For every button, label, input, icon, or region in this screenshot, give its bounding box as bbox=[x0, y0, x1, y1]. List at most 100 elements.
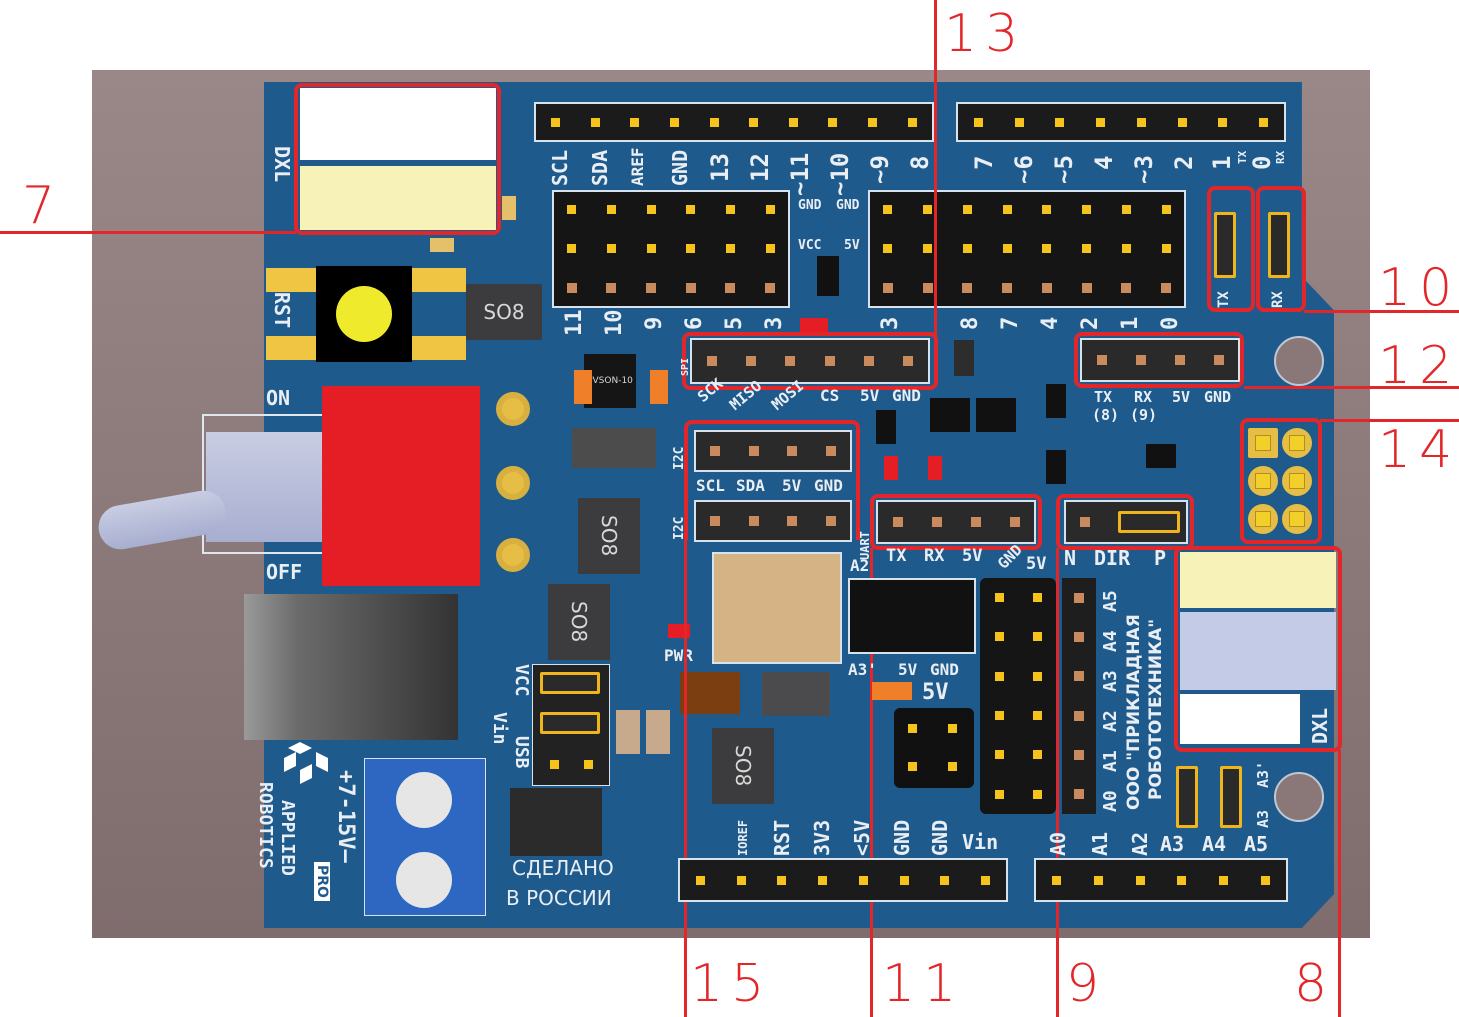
transistor bbox=[976, 398, 1016, 432]
so8-chip-4: SO8 bbox=[712, 728, 774, 804]
callout-12: 12 bbox=[1378, 336, 1459, 396]
made-in-line1: СДЕЛАНО bbox=[512, 856, 614, 880]
uart-header[interactable] bbox=[1080, 338, 1240, 382]
label-rx-small: RX bbox=[1274, 150, 1287, 164]
pin bbox=[1014, 117, 1024, 127]
callout-line-13 bbox=[934, 0, 937, 336]
power-switch[interactable] bbox=[322, 386, 480, 586]
terminal-screw[interactable] bbox=[396, 772, 452, 828]
label-uart-8: (8) bbox=[1092, 406, 1120, 424]
callout-line-9 bbox=[1056, 548, 1059, 1017]
pin bbox=[1055, 117, 1065, 127]
a3-jumper-1[interactable] bbox=[1176, 766, 1198, 828]
pin bbox=[940, 875, 950, 885]
rst-button-cap[interactable] bbox=[336, 286, 392, 342]
pin bbox=[1174, 355, 1185, 365]
a3-jumper-2[interactable] bbox=[1220, 766, 1242, 828]
dxl-connector-white[interactable] bbox=[300, 88, 496, 160]
pin bbox=[709, 117, 719, 127]
smd-component bbox=[574, 370, 592, 404]
label-servo-r1: 1 bbox=[1118, 316, 1143, 330]
dir-header[interactable] bbox=[1064, 500, 1188, 544]
pin bbox=[1002, 205, 1012, 215]
dir-jumper[interactable] bbox=[1118, 511, 1180, 533]
switch-pin bbox=[496, 466, 530, 500]
label-9: ~9 bbox=[866, 155, 894, 184]
pin bbox=[551, 117, 561, 127]
label-servo-r7: 7 bbox=[998, 316, 1023, 330]
label-servo-r2: 2 bbox=[1078, 316, 1103, 330]
pin bbox=[892, 517, 903, 527]
pin bbox=[686, 205, 696, 215]
label-bottom-a5: A5 bbox=[1244, 832, 1269, 856]
callout-line-8 bbox=[1338, 750, 1341, 1017]
pin bbox=[567, 205, 577, 215]
pin bbox=[1121, 283, 1132, 294]
pin bbox=[788, 117, 798, 127]
pin bbox=[1032, 711, 1042, 721]
spi-header[interactable] bbox=[690, 338, 930, 384]
tx-jumper[interactable] bbox=[1214, 212, 1236, 278]
uart-header-2[interactable] bbox=[876, 500, 1036, 544]
icsp-pad bbox=[1248, 428, 1278, 458]
dxl-connector-white-right[interactable] bbox=[1180, 694, 1300, 744]
servo-header-right[interactable] bbox=[868, 190, 1186, 308]
rx-jumper[interactable] bbox=[1268, 212, 1290, 278]
servo-header-left[interactable] bbox=[552, 190, 790, 308]
analog-signal-column[interactable] bbox=[1062, 578, 1096, 814]
pin bbox=[907, 117, 917, 127]
top-header-right[interactable] bbox=[956, 102, 1286, 142]
callout-line-11 bbox=[870, 548, 873, 1017]
5v-header[interactable] bbox=[894, 708, 974, 788]
label-bottom-a4: A4 bbox=[1202, 832, 1227, 856]
a2-a3-header[interactable] bbox=[848, 578, 976, 654]
pin bbox=[777, 875, 787, 885]
dxl-connector-yellow[interactable] bbox=[300, 166, 496, 230]
i2c-header-1[interactable] bbox=[694, 430, 852, 472]
dxl-connector-blue-right[interactable] bbox=[1180, 612, 1336, 690]
top-header-left[interactable] bbox=[534, 102, 934, 142]
pin bbox=[1042, 205, 1052, 215]
callout-box-8 bbox=[1174, 546, 1342, 752]
label-servo-10: 10 bbox=[602, 309, 627, 337]
barrel-jack[interactable] bbox=[244, 594, 458, 740]
pin bbox=[1177, 117, 1187, 127]
icsp-pads[interactable] bbox=[1246, 424, 1314, 538]
label-a3-prime: A3' bbox=[848, 660, 877, 679]
pin bbox=[948, 724, 957, 733]
brand-line2: ROBOTICS bbox=[255, 782, 276, 869]
pin bbox=[1081, 283, 1092, 294]
pin bbox=[903, 356, 914, 366]
label-12: 12 bbox=[746, 153, 774, 182]
callout-11: 11 bbox=[882, 954, 965, 1014]
bottom-power-header[interactable] bbox=[678, 858, 1008, 902]
pin bbox=[606, 244, 616, 254]
label-analog-a3: A3 bbox=[1100, 670, 1121, 692]
terminal-screw[interactable] bbox=[396, 852, 452, 908]
dxl-connector-yellow-right[interactable] bbox=[1180, 552, 1336, 608]
made-in-line2: В РОССИИ bbox=[506, 886, 612, 910]
label-spi-gnd: GND bbox=[892, 386, 921, 405]
label-vcc-jumper: VCC bbox=[511, 664, 532, 697]
label-analog-a4: A4 bbox=[1100, 630, 1121, 652]
pin bbox=[923, 205, 933, 215]
pin bbox=[1074, 749, 1084, 760]
power-jumper-vcc[interactable] bbox=[540, 672, 600, 694]
company-line2: РОБОТОТЕХНИКА" bbox=[1146, 618, 1166, 800]
pin bbox=[1161, 283, 1172, 294]
pin bbox=[899, 875, 909, 885]
label-scl: SCL bbox=[548, 149, 572, 186]
mounting-hole bbox=[1274, 772, 1324, 822]
pin bbox=[606, 205, 616, 215]
power-jumper-vin[interactable] bbox=[540, 712, 600, 734]
i2c-header-2[interactable] bbox=[694, 500, 852, 542]
label-u2-rx: RX bbox=[924, 546, 945, 566]
analog-servo-header[interactable] bbox=[980, 578, 1056, 814]
pin bbox=[1218, 875, 1228, 885]
label-uart-gnd: GND bbox=[1204, 388, 1232, 406]
bottom-analog-header[interactable] bbox=[1034, 858, 1288, 902]
smd-diode bbox=[762, 672, 830, 716]
pin bbox=[1074, 592, 1084, 603]
callout-13: 13 bbox=[944, 4, 1027, 64]
label-analog-a1: A1 bbox=[1100, 750, 1121, 772]
